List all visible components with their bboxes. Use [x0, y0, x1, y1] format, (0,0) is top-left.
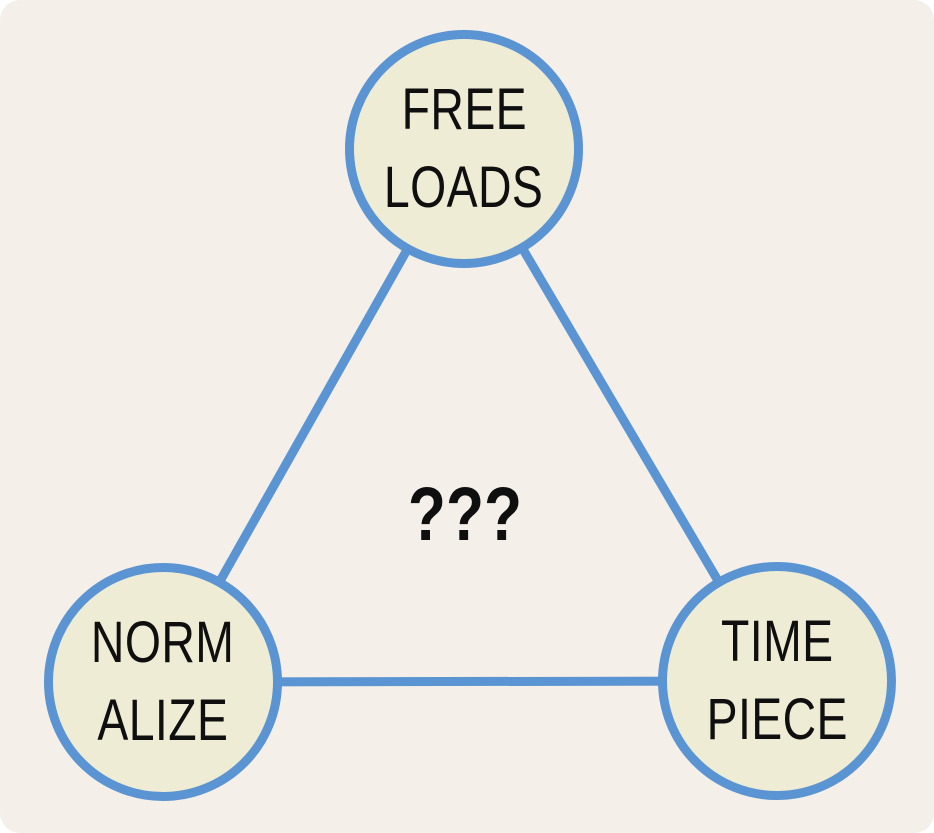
- node-label-line: FREE: [401, 77, 527, 142]
- node-label-line: ALIZE: [97, 688, 229, 753]
- center-question-label: ???: [407, 472, 523, 557]
- node-label-line: PIECE: [706, 687, 848, 752]
- node-label-line: NORM: [91, 610, 235, 675]
- node-time-piece: TIME PIECE: [658, 562, 896, 800]
- node-label-line: TIME: [720, 609, 834, 674]
- node-normalize: NORM ALIZE: [44, 563, 282, 801]
- node-free-loads: FREE LOADS: [345, 30, 583, 268]
- node-label-line: LOADS: [384, 155, 544, 220]
